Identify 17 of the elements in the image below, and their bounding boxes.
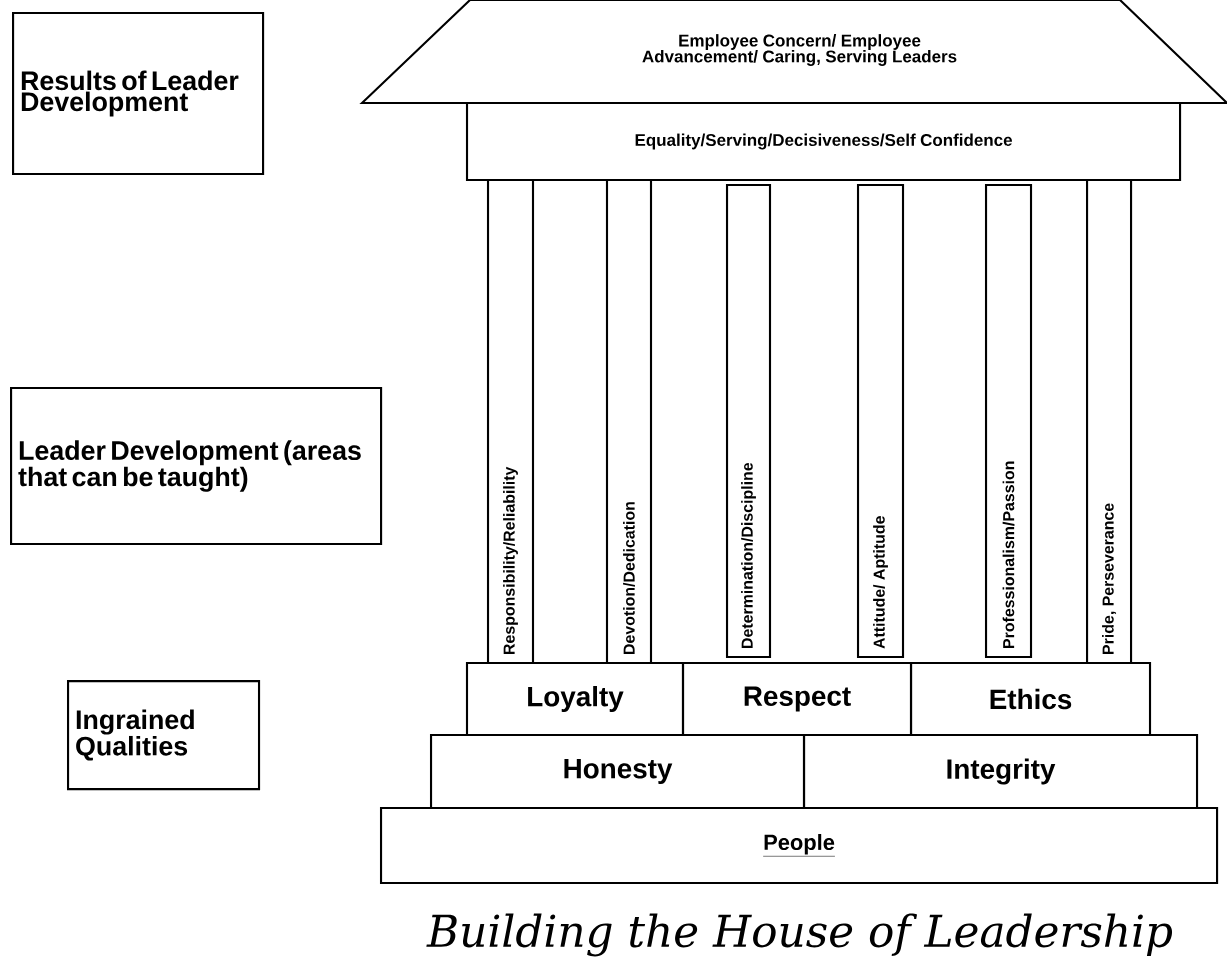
label-box: Leader Development (areas that can be taught) xyxy=(10,387,383,546)
base-block: Ethics xyxy=(909,661,1152,737)
beam-box: Equality/Serving/Decisiveness/Self Confidence xyxy=(465,101,1182,182)
caption: Building the House of Leadership xyxy=(426,913,1173,957)
pillar: Determination/Discipline xyxy=(725,183,772,659)
pillar: Pride, Perseverance xyxy=(1086,178,1133,665)
base-block: Integrity xyxy=(802,734,1199,810)
pillar: Attitude/ Aptitude xyxy=(856,183,905,659)
pillar: Professionalism/Passion xyxy=(984,183,1033,659)
pillar: Devotion/Dedication xyxy=(605,178,653,665)
base-block: Loyalty xyxy=(465,661,685,737)
base-block: Honesty xyxy=(429,734,806,810)
foundation-block: People xyxy=(379,806,1219,885)
pillar: Responsibility/Reliability xyxy=(486,178,535,665)
label-box: Ingrained Qualities xyxy=(67,680,261,791)
base-block: Respect xyxy=(681,661,913,737)
label-box: Results of Leader Development xyxy=(12,12,265,176)
